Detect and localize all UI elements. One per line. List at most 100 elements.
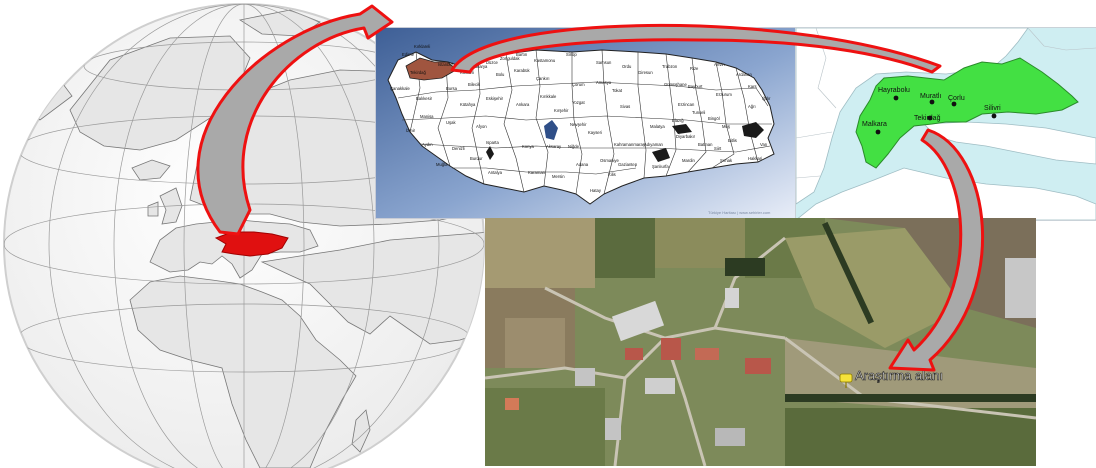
province-label: Gaziantep <box>618 162 638 167</box>
province-label: Ağrı <box>748 104 756 109</box>
turkey-svg: Edirne Kırklareli Tekirdağ İstanbul Koca… <box>376 28 798 218</box>
province-label: Kars <box>748 84 757 89</box>
province-label: Mersin <box>552 174 565 179</box>
map-credit: Türkiye Haritası | www.sehirler.com <box>708 210 771 215</box>
province-label: Tekirdağ <box>410 70 426 75</box>
town-label: Malkara <box>862 121 887 128</box>
province-label: Konya <box>522 144 535 149</box>
province-label: Çanakkale <box>390 86 410 91</box>
province-label: Karabük <box>514 68 531 73</box>
province-label: Erzurum <box>716 92 732 97</box>
province-label: Muğla <box>436 162 448 167</box>
province-label: Tokat <box>612 88 623 93</box>
province-label: Niğde <box>568 144 580 149</box>
province-label: Artvin <box>714 62 725 67</box>
province-label: Muş <box>722 124 730 129</box>
province-label: Sivas <box>620 104 630 109</box>
province-label: Şırnak <box>720 158 733 163</box>
province-label: Elazığ <box>672 118 684 123</box>
province-label: Ankara <box>516 102 530 107</box>
province-borders <box>397 49 772 195</box>
province-label: Kahramanmaraş <box>614 142 645 147</box>
province-label: Bingöl <box>708 116 720 121</box>
province-label: Adana <box>576 162 589 167</box>
town-label: Muratlı <box>920 93 941 100</box>
province-label: Çorum <box>572 82 585 87</box>
town-tekirdag: Tekirdağ <box>914 115 941 122</box>
lake-tuz <box>544 120 558 140</box>
land-iceland <box>131 159 171 181</box>
region-svg: Hayrabolu Muratlı Çorlu Silivri Malkara … <box>796 28 1096 220</box>
province-label: Rize <box>690 66 699 71</box>
province-label: Manisa <box>420 114 434 119</box>
province-label: Düzce <box>486 60 499 65</box>
province-label: Kırklareli <box>414 44 430 49</box>
pin-icon <box>839 373 853 383</box>
province-label: Kilis <box>608 172 616 177</box>
land-middle-east-asia <box>260 231 484 345</box>
town-malkara: Malkara <box>862 121 887 135</box>
province-label: Bayburt <box>688 84 703 89</box>
buildings <box>505 258 1036 446</box>
province-labels: Edirne Kırklareli Tekirdağ İstanbul Koca… <box>390 44 771 193</box>
province-label: Uşak <box>446 120 456 125</box>
province-label: Amasya <box>596 80 612 85</box>
province-label: Kastamonu <box>534 58 556 63</box>
province-label: Bursa <box>446 86 458 91</box>
land-madagascar <box>351 409 371 453</box>
satellite-image: Araştırma alanı <box>485 218 1036 466</box>
province-label: Giresun <box>638 70 653 75</box>
province-label: Erzincan <box>678 102 695 107</box>
province-label: Bilecik <box>468 82 481 87</box>
province-label: Şanlıurfa <box>652 164 669 169</box>
province-label: Bartın <box>516 52 528 57</box>
province-label: İstanbul <box>438 62 453 67</box>
province-label: Kayseri <box>588 130 602 135</box>
province-label: Kütahya <box>460 102 476 107</box>
province-label: Hatay <box>590 188 602 193</box>
town-muratli: Muratlı <box>920 93 941 105</box>
province-label: Kocaeli <box>460 70 474 75</box>
town-hayrabolu: Hayrabolu <box>878 87 910 101</box>
province-label: Afyon <box>476 124 487 129</box>
province-label: Kırıkkale <box>540 94 557 99</box>
province-label: Van <box>760 142 768 147</box>
province-label: Adıyaman <box>644 142 664 147</box>
town-markers: Hayrabolu Muratlı Çorlu Silivri Malkara … <box>862 87 1001 135</box>
province-label: Ardahan <box>736 72 753 77</box>
province-label: Çankırı <box>536 76 550 81</box>
province-label: Edirne <box>402 52 415 57</box>
province-label: Aydın <box>422 142 433 147</box>
province-label: Malatya <box>650 124 665 129</box>
province-label: Siirt <box>714 146 722 151</box>
province-label: Kırşehir <box>554 108 569 113</box>
province-label: Batman <box>698 142 713 147</box>
lake-egirdir <box>486 146 494 160</box>
town-label: Çorlu <box>948 95 965 102</box>
province-label: Hakkari <box>748 156 762 161</box>
town-label: Silivri <box>984 105 1001 112</box>
province-label: Mardin <box>682 158 695 163</box>
province-label: Denizli <box>452 146 465 151</box>
lake-ataturk <box>652 148 670 162</box>
province-label: Samsun <box>596 60 612 65</box>
tree-rows <box>725 221 1036 402</box>
province-label: Burdur <box>470 156 483 161</box>
province-label: Bitlis <box>728 138 737 143</box>
province-label: Trabzon <box>662 64 678 69</box>
town-corlu: Çorlu <box>948 95 965 107</box>
province-label: Bolu <box>496 72 505 77</box>
province-label: Sinop <box>566 52 577 57</box>
town-label: Hayrabolu <box>878 87 910 94</box>
province-label: İzmir <box>406 128 416 133</box>
province-label: Karaman <box>528 170 546 175</box>
province-label: Nevşehir <box>570 122 587 127</box>
province-label: Aksaray <box>546 144 562 149</box>
turkey-provinces-map: Edirne Kırklareli Tekirdağ İstanbul Koca… <box>375 27 799 219</box>
town-silivri: Silivri <box>984 105 1001 119</box>
province-label: Antalya <box>488 170 503 175</box>
research-site-label: Araştırma alanı <box>855 368 943 383</box>
province-label: Tunceli <box>692 110 705 115</box>
research-site-marker: Araştırma alanı <box>839 368 943 388</box>
lake-keban <box>672 124 692 134</box>
